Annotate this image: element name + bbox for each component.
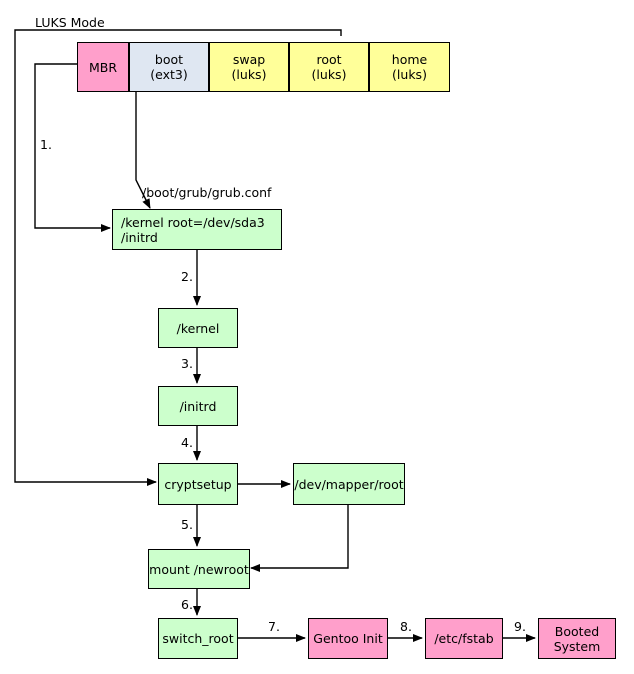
partition-root-label: root [316, 52, 342, 67]
partition-home-label: home [391, 52, 428, 67]
node-gentoo-init[interactable]: Gentoo Init [308, 618, 388, 659]
node-kernel[interactable]: /kernel [158, 308, 238, 348]
partition-boot[interactable]: boot (ext3) [129, 42, 209, 92]
partition-mbr[interactable]: MBR [77, 42, 129, 92]
partition-swap-sub: (luks) [231, 67, 267, 82]
node-initrd[interactable]: /initrd [158, 386, 238, 426]
partition-boot-sub: (ext3) [150, 67, 188, 82]
edge-label-step-8: 8. [400, 619, 412, 634]
partition-swap-label: swap [232, 52, 266, 67]
node-booted-system[interactable]: Booted System [538, 618, 616, 659]
node-etc-fstab[interactable]: /etc/fstab [425, 618, 503, 659]
edge-label-step-7: 7. [268, 619, 280, 634]
node-mount-newroot[interactable]: mount /newroot [148, 549, 250, 589]
node-cryptsetup[interactable]: cryptsetup [158, 463, 238, 505]
edge-label-step-6: 6. [181, 597, 193, 612]
edge-label-step-2: 2. [181, 269, 193, 284]
edge-label-grub-conf: /boot/grub/grub.conf [142, 185, 272, 200]
partition-root[interactable]: root (luks) [289, 42, 369, 92]
edge-label-step-3: 3. [181, 356, 193, 371]
partition-swap[interactable]: swap (luks) [209, 42, 289, 92]
partition-home[interactable]: home (luks) [369, 42, 450, 92]
edge-label-step-5: 5. [181, 517, 193, 532]
partition-root-sub: (luks) [311, 67, 347, 82]
node-grub-entry[interactable]: /kernel root=/dev/sda3 /initrd [112, 209, 282, 250]
edge-label-step-9: 9. [514, 619, 526, 634]
edge-label-step-1: 1. [40, 137, 52, 152]
partition-mbr-label: MBR [88, 59, 118, 75]
partition-boot-label: boot [154, 52, 184, 67]
node-switch-root[interactable]: switch_root [158, 618, 238, 659]
luks-mode-label: LUKS Mode [35, 15, 105, 30]
partition-home-sub: (luks) [392, 67, 427, 82]
node-dev-mapper-root[interactable]: /dev/mapper/root [293, 463, 405, 505]
edge-label-step-4: 4. [181, 435, 193, 450]
